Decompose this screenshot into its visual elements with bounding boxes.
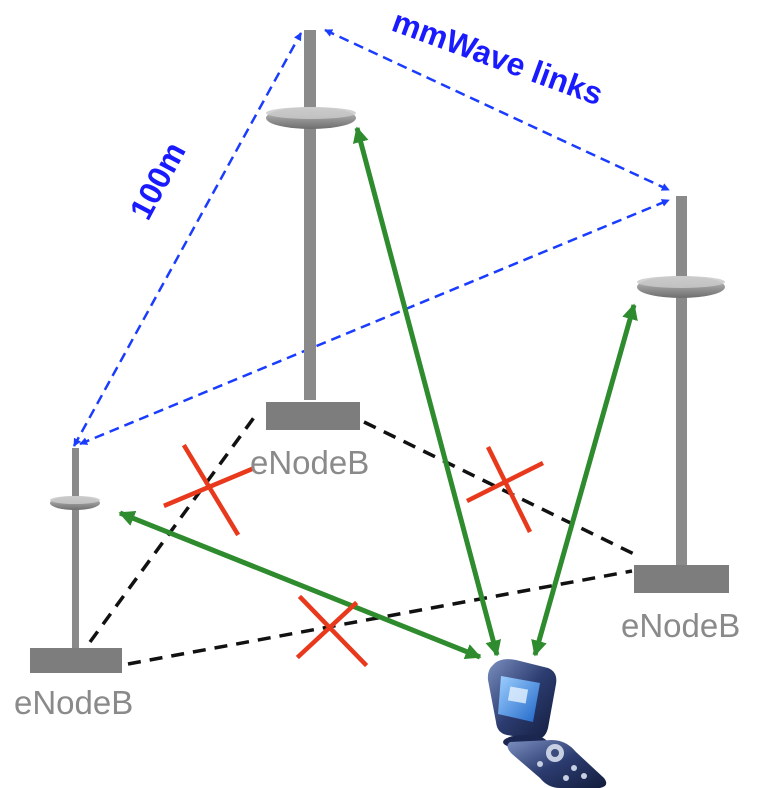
access-links [118,126,638,660]
enodeb-tower-right [634,196,729,593]
distance-label: 100m [122,136,192,225]
cross-mark-icon [465,445,545,534]
enodeb-label-top: eNodeB [250,444,369,481]
access-link-right [531,303,638,657]
cross-mark-icon [295,594,369,668]
access-link-top [352,126,502,657]
access-link-left [118,510,482,660]
flip-phone-icon [487,659,607,788]
mmwave-links [72,28,670,447]
blocked-marks [163,443,545,668]
mmwave-link-left-right [79,198,670,446]
mmwave-links-label: mmWave links [388,3,608,112]
cross-mark-icon [163,443,255,537]
enodeb-tower-left [30,448,122,673]
enodeb-tower-top [266,30,360,430]
enodeb-label-right: eNodeB [621,607,740,644]
mmwave-link-left-top [72,32,303,447]
enodeb-label-left: eNodeB [14,684,133,721]
